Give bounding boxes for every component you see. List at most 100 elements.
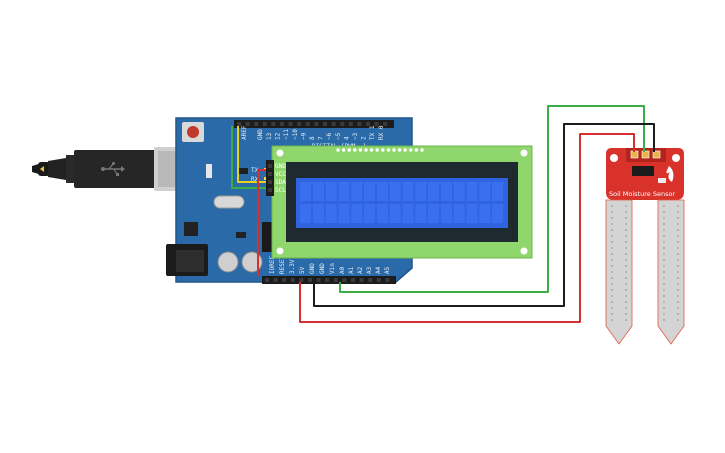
header-hole[interactable] — [376, 278, 381, 282]
header-hole[interactable] — [254, 122, 259, 126]
lcd-pin-hole[interactable] — [268, 180, 272, 184]
smd-part — [206, 164, 212, 178]
header-hole[interactable] — [368, 278, 373, 282]
wire-yellow[interactable] — [237, 126, 266, 183]
digital-pin-label: 13 — [266, 132, 273, 140]
lcd-cell — [479, 182, 491, 201]
lcd-cell — [312, 204, 324, 223]
crystal — [213, 195, 245, 209]
digital-pin-label: ~6 — [326, 132, 333, 140]
lcd-cell — [389, 204, 401, 223]
digital-pin-label: TX 1 — [369, 125, 376, 140]
sensor-header[interactable] — [626, 148, 666, 162]
wire-green-i2c[interactable] — [231, 126, 266, 189]
power-jack[interactable] — [166, 244, 208, 276]
analog-pin-label: A2 — [357, 266, 364, 274]
power-analog-header[interactable] — [262, 276, 396, 284]
reset-button[interactable] — [182, 122, 204, 142]
wire-green-signal[interactable] — [339, 105, 645, 293]
header-hole[interactable] — [316, 278, 321, 282]
lcd-cell — [351, 182, 363, 201]
lcd-cell — [312, 182, 324, 201]
header-hole[interactable] — [348, 122, 353, 126]
lcd-cell — [300, 182, 312, 201]
header-hole[interactable] — [299, 278, 304, 282]
lcd-cell — [415, 204, 427, 223]
mount-hole — [520, 149, 528, 157]
digital-pin-label: 12 — [275, 132, 282, 140]
header-hole[interactable] — [288, 122, 293, 126]
header-hole[interactable] — [282, 278, 287, 282]
digital-pin-label: 2 — [361, 136, 368, 140]
header-hole[interactable] — [271, 122, 276, 126]
lcd-cell — [428, 204, 440, 223]
smd-part — [658, 178, 666, 183]
power-pin-label: Vin — [329, 263, 336, 274]
header-hole[interactable] — [342, 278, 347, 282]
wire-red-lcd[interactable] — [257, 169, 266, 276]
header-hole[interactable] — [297, 122, 302, 126]
lcd-top-pads — [336, 148, 424, 152]
lcd-cell — [364, 204, 376, 223]
header-hole[interactable] — [383, 122, 388, 126]
digital-header[interactable] — [234, 120, 394, 128]
lcd-cell — [440, 204, 452, 223]
header-hole[interactable] — [265, 278, 269, 282]
power-pin-label: 5V — [299, 266, 306, 274]
lcd-cell — [338, 204, 350, 223]
lcd-cell — [492, 204, 504, 223]
mount-hole — [520, 247, 528, 255]
lcd-i2c-pins[interactable] — [266, 160, 274, 196]
header-hole[interactable] — [237, 122, 241, 126]
header-hole[interactable] — [385, 278, 390, 282]
lcd-cell — [415, 182, 427, 201]
analog-pin-label: A0 — [339, 266, 346, 274]
header-hole[interactable] — [323, 122, 327, 126]
lcd-pin-hole[interactable] — [268, 164, 272, 168]
regulator — [184, 222, 198, 236]
lcd-cell — [325, 204, 337, 223]
header-hole[interactable] — [366, 122, 370, 126]
header-hole[interactable] — [280, 122, 284, 126]
header-hole[interactable] — [331, 122, 336, 126]
lcd-cell — [338, 182, 350, 201]
header-hole[interactable] — [340, 122, 345, 126]
wires — [231, 105, 655, 323]
smd-part — [236, 232, 246, 238]
header-hole[interactable] — [308, 278, 312, 282]
header-hole[interactable] — [262, 122, 267, 126]
lcd-pin-label: SDA — [275, 179, 286, 186]
lcd-cell — [466, 204, 478, 223]
lcd-pin-hole[interactable] — [268, 188, 272, 192]
lcd-pin-hole[interactable] — [268, 172, 272, 176]
header-hole[interactable] — [351, 278, 355, 282]
header-hole[interactable] — [305, 122, 310, 126]
header-hole[interactable] — [359, 278, 364, 282]
mount-hole — [672, 154, 680, 162]
header-hole[interactable] — [245, 122, 250, 126]
digital-pin-label: 8 — [309, 136, 316, 140]
mount-hole — [276, 247, 284, 255]
header-hole[interactable] — [374, 122, 379, 126]
digital-pin-label: ~9 — [300, 132, 307, 140]
wire-black-ground[interactable] — [313, 123, 655, 307]
header-hole[interactable] — [290, 278, 295, 282]
usb-icon — [101, 162, 125, 176]
tx-label: TX — [251, 167, 259, 174]
sparkfun-flame-icon — [666, 166, 674, 182]
digital-pin-label: ~3 — [352, 132, 359, 140]
header-hole[interactable] — [325, 278, 330, 282]
header-hole[interactable] — [314, 122, 319, 126]
soil-moisture-sensor[interactable]: Soil Moisture Sensor — [605, 148, 685, 345]
wire-red-power[interactable] — [299, 133, 635, 323]
header-hole[interactable] — [273, 278, 278, 282]
aref-label: AREF — [241, 125, 248, 140]
header-hole[interactable] — [333, 278, 338, 282]
header-hole[interactable] — [357, 122, 362, 126]
